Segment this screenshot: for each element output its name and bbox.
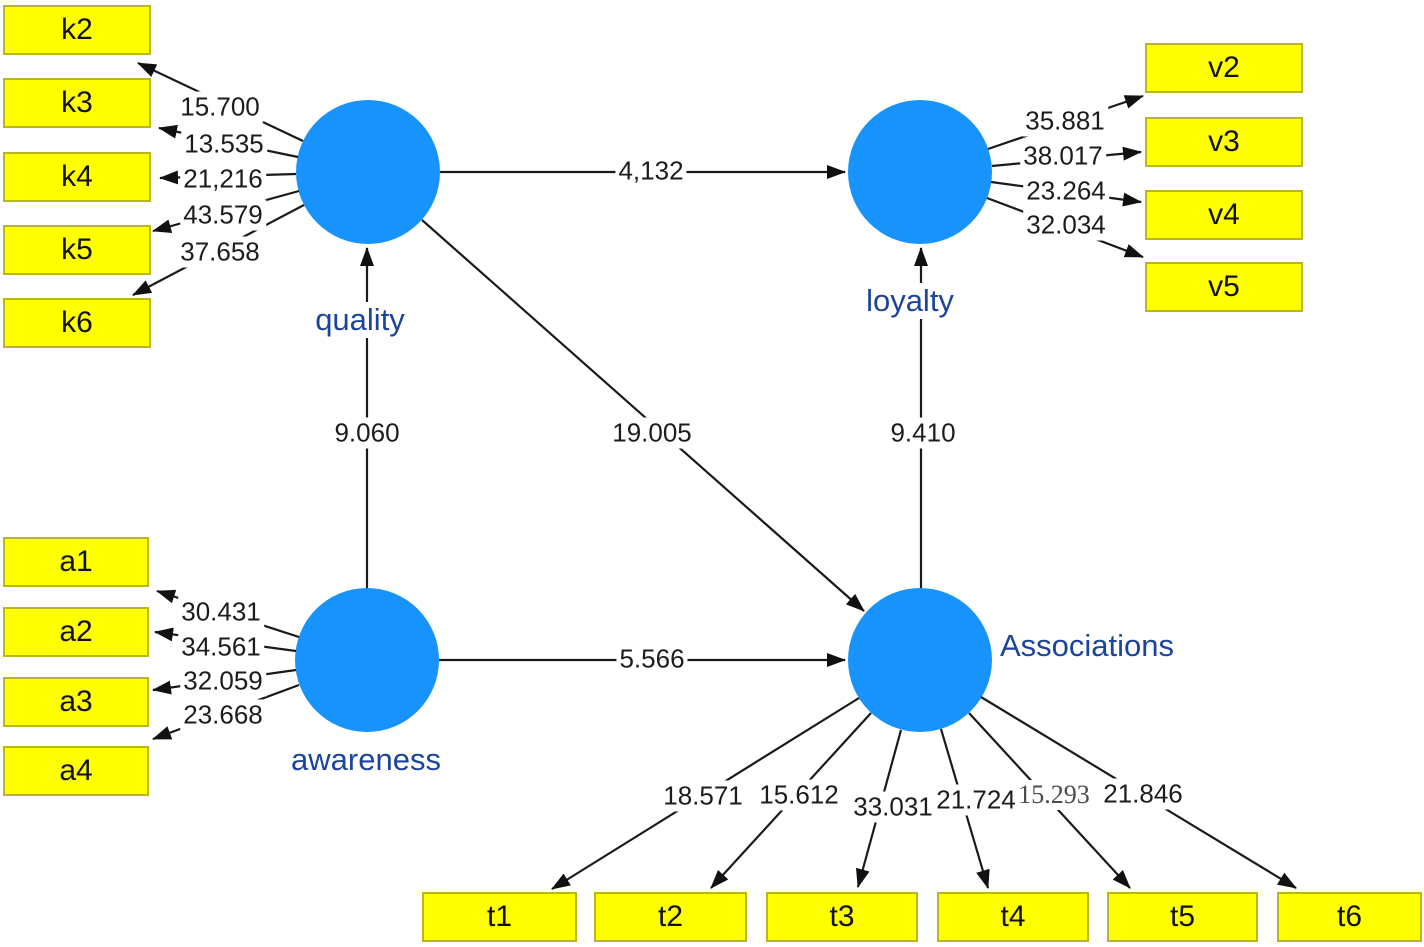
loading-value-t3: 33.031: [850, 791, 936, 823]
indicator-box-a1[interactable]: a1: [3, 537, 149, 587]
construct-label-awareness: awareness: [287, 742, 445, 778]
construct-label-quality: quality: [311, 302, 409, 338]
loading-value-k5: 43.579: [180, 199, 266, 231]
indicator-label: t1: [486, 900, 513, 933]
indicator-box-k4[interactable]: k4: [3, 152, 151, 202]
loading-value-t2: 15.612: [756, 779, 842, 811]
path-value-quality-associations: 19.005: [609, 417, 695, 449]
indicator-label: a1: [59, 545, 93, 578]
loading-value-v3: 38.017: [1020, 140, 1106, 172]
loading-value-t4: 21.724: [933, 784, 1019, 816]
indicator-box-t1[interactable]: t1: [422, 892, 577, 942]
construct-label-associations: Associations: [995, 628, 1179, 664]
loading-value-a3: 32.059: [180, 665, 266, 697]
path-value-associations-loyalty: 9.410: [887, 417, 959, 449]
indicator-box-t5[interactable]: t5: [1107, 892, 1258, 942]
indicator-box-v3[interactable]: v3: [1145, 117, 1303, 167]
indicator-label: t4: [1000, 900, 1026, 933]
loading-value-t5: 15.293: [1015, 780, 1093, 810]
indicator-label: a4: [59, 754, 93, 787]
indicator-label: v2: [1208, 51, 1240, 84]
loading-value-v5: 32.034: [1023, 209, 1109, 241]
loading-value-k4: 21,216: [180, 163, 266, 195]
indicator-label: k4: [61, 160, 93, 193]
loading-value-k6: 37.658: [177, 236, 263, 268]
indicator-box-t3[interactable]: t3: [766, 892, 918, 942]
indicator-box-t2[interactable]: t2: [594, 892, 747, 942]
indicator-label: k5: [61, 233, 93, 266]
indicator-box-a4[interactable]: a4: [3, 746, 149, 796]
indicator-label: t2: [657, 900, 684, 933]
indicator-label: t5: [1169, 900, 1196, 933]
indicator-label: t6: [1336, 900, 1363, 933]
path-value-awareness-quality: 9.060: [331, 417, 403, 449]
indicator-box-k6[interactable]: k6: [3, 298, 151, 348]
loading-value-v2: 35.881: [1022, 105, 1108, 137]
construct-circle-awareness[interactable]: [295, 588, 439, 732]
path-value-awareness-associations: 5.566: [616, 643, 688, 675]
loading-value-a2: 34.561: [178, 631, 264, 663]
loading-value-t6: 21.846: [1100, 778, 1186, 810]
indicator-box-k2[interactable]: k2: [3, 5, 151, 55]
loading-value-a1: 30.431: [178, 596, 264, 628]
indicator-label: k2: [61, 13, 93, 46]
indicator-box-k5[interactable]: k5: [3, 225, 151, 275]
construct-label-loyalty: loyalty: [862, 283, 958, 319]
indicator-box-a2[interactable]: a2: [3, 607, 149, 657]
loading-value-a4: 23.668: [180, 699, 266, 731]
construct-circle-loyalty[interactable]: [848, 100, 992, 244]
indicator-box-v4[interactable]: v4: [1145, 190, 1303, 240]
indicator-box-v2[interactable]: v2: [1145, 43, 1303, 93]
indicator-box-t4[interactable]: t4: [937, 892, 1089, 942]
indicator-label: v3: [1208, 125, 1240, 158]
indicator-label: a2: [59, 615, 93, 648]
loading-value-k3: 13.535: [181, 128, 267, 160]
loading-value-t1: 18.571: [660, 780, 746, 812]
indicator-label: a3: [59, 685, 93, 718]
arrow-quality-to-associations: [421, 219, 865, 612]
indicator-box-t6[interactable]: t6: [1277, 892, 1422, 942]
construct-circle-quality[interactable]: [296, 100, 440, 244]
loading-value-v4: 23.264: [1023, 175, 1109, 207]
indicator-label: v4: [1208, 198, 1240, 231]
indicator-label: k3: [61, 86, 93, 119]
indicator-label: v5: [1208, 270, 1240, 303]
indicator-label: t3: [829, 900, 855, 933]
indicator-box-a3[interactable]: a3: [3, 677, 149, 727]
indicator-box-v5[interactable]: v5: [1145, 262, 1303, 312]
path-value-quality-loyalty: 4,132: [615, 155, 687, 187]
construct-circle-associations[interactable]: [848, 588, 992, 732]
loading-value-k2: 15.700: [177, 91, 263, 123]
indicator-label: k6: [61, 306, 93, 339]
indicator-box-k3[interactable]: k3: [3, 78, 151, 128]
